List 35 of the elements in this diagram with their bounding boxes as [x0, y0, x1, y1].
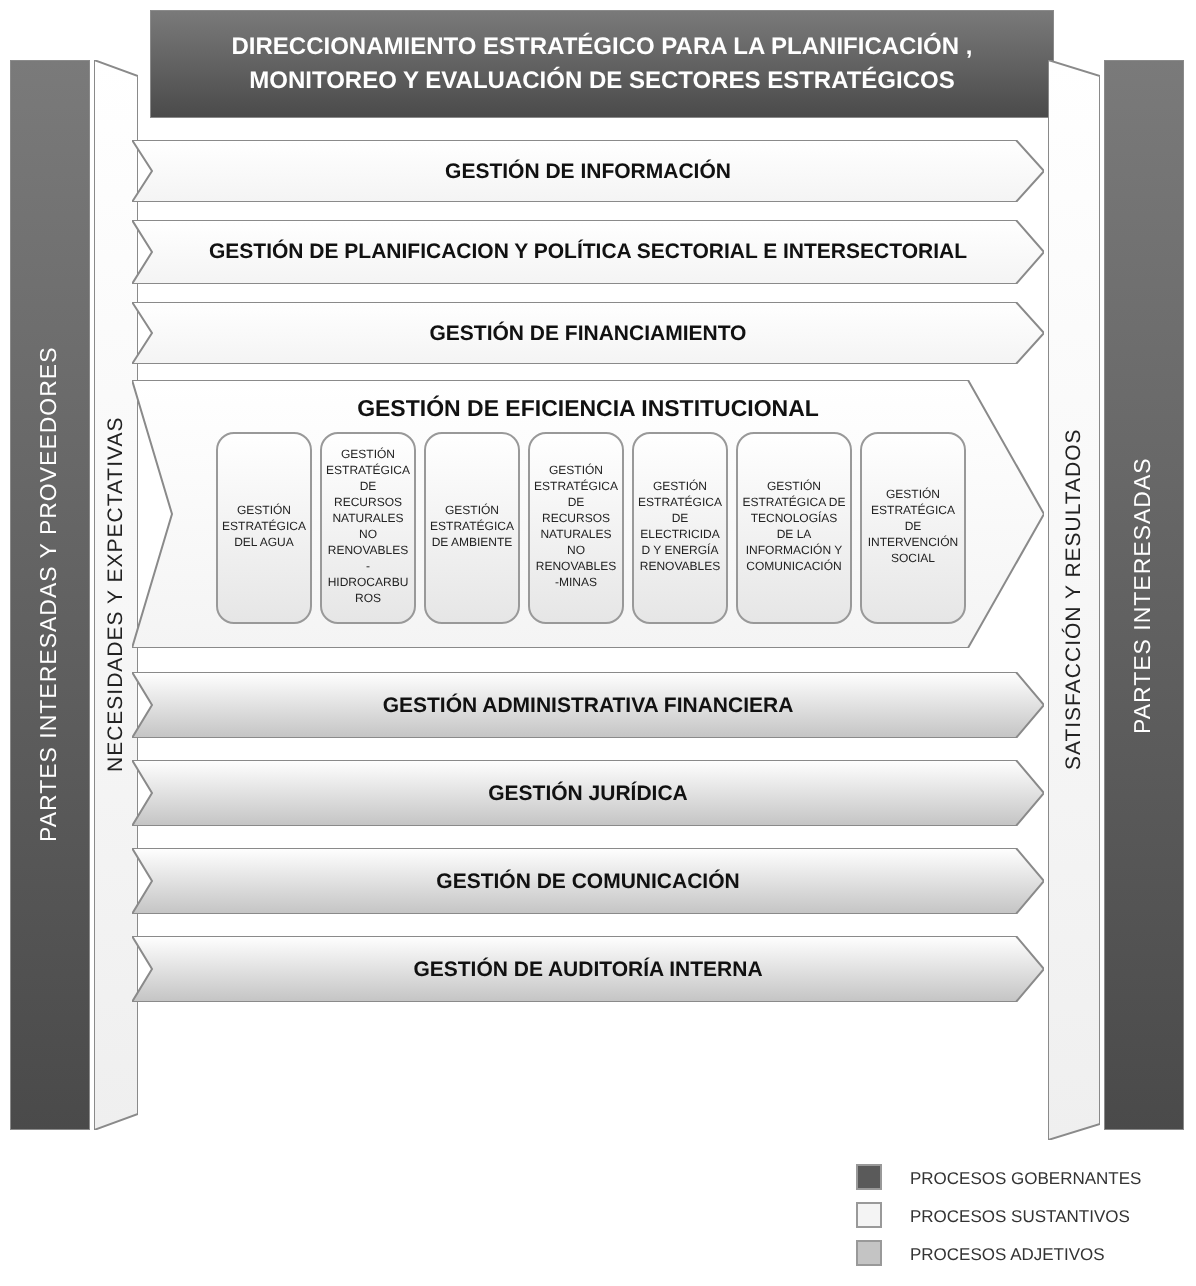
process-banner [132, 848, 1044, 914]
vertical-band [1048, 60, 1100, 1140]
process-box [736, 432, 852, 624]
legend-label: PROCESOS SUSTANTIVOS [910, 1205, 1130, 1225]
process-label: GESTIÓN DE INFORMACIÓN [443, 157, 733, 187]
process-label: GESTIÓN JURÍDICA [486, 779, 690, 809]
banner-title: DIRECCIONAMIENTO ESTRATÉGICO PARA LA PLANIFICACIÓN , MONITOREO Y EVALUACIÓN DE SECTORES ESTRATÉGICOS [229, 30, 975, 98]
process-box [216, 432, 312, 624]
process-label: GESTIÓN DE AUDITORÍA INTERNA [411, 955, 765, 985]
legend-label: PROCESOS ADJETIVOS [910, 1243, 1105, 1263]
legend-label: PROCESOS GOBERNANTES [910, 1167, 1142, 1187]
process-label: GESTIÓN DE FINANCIAMIENTO [427, 319, 749, 349]
vertical-label: PARTES INTERESADAS [1130, 454, 1158, 738]
process-box [860, 432, 966, 624]
process-label: GESTIÓN DE PLANIFICACION Y POLÍTICA SECTORIAL E INTERSECTORIAL [206, 237, 969, 268]
process-box [632, 432, 728, 624]
process-label: GESTIÓN DE COMUNICACIÓN [434, 867, 742, 897]
vertical-band [94, 60, 138, 1130]
process-label: GESTIÓN DE EFICIENCIA INSTITUCIONAL [355, 393, 821, 426]
process-banner [132, 302, 1044, 364]
process-banner [132, 140, 1044, 202]
process-banner [132, 220, 1044, 284]
process-box [320, 432, 416, 624]
process-box [528, 432, 624, 624]
process-label: GESTIÓN ADMINISTRATIVA FINANCIERA [380, 691, 796, 721]
vertical-label: NECESIDADES Y EXPECTATIVAS [102, 415, 130, 777]
vertical-label: PARTES INTERESADAS Y PROVEEDORES [36, 345, 64, 847]
stakeholder-bar [1104, 60, 1184, 1130]
process-banner [132, 936, 1044, 1002]
process-banner [132, 672, 1044, 738]
governing-process-banner [150, 10, 1054, 118]
process-banner [132, 760, 1044, 826]
process-box [424, 432, 520, 624]
stakeholder-bar [10, 60, 90, 1130]
vertical-label: SATISFACCIÓN Y RESULTADOS [1059, 427, 1088, 775]
